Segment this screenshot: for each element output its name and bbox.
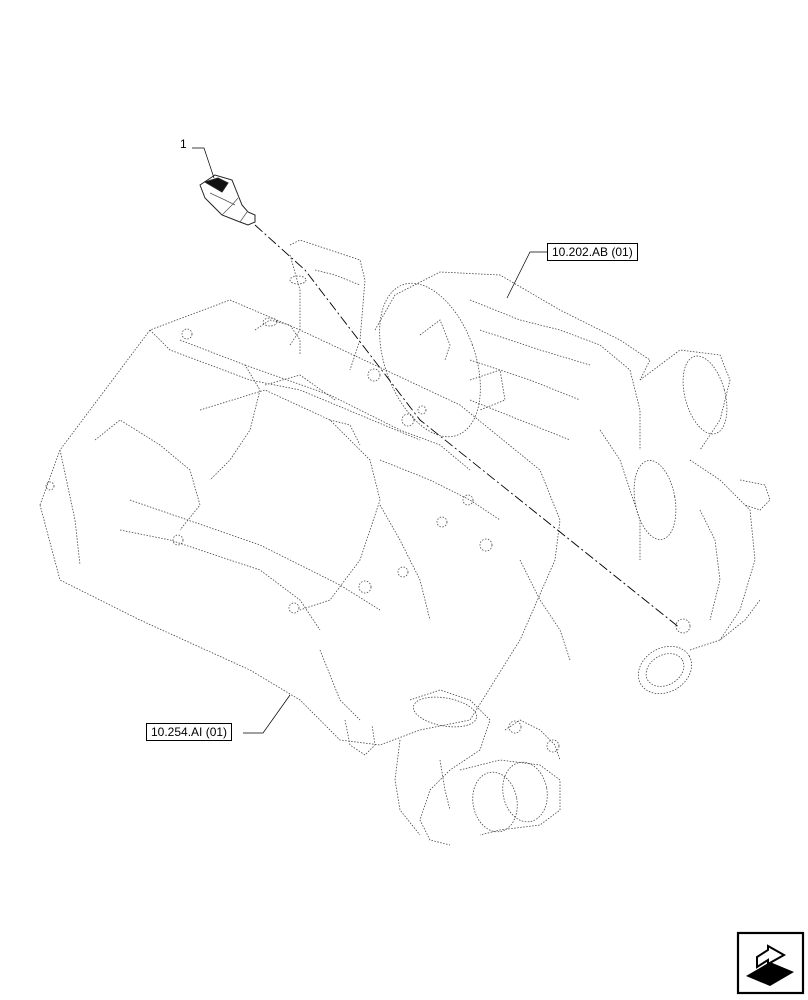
leader-line-aftertreatment bbox=[243, 694, 291, 734]
air-filter-assembly bbox=[374, 271, 771, 695]
temperature-sensor bbox=[199, 174, 256, 226]
leader-line-air-filter bbox=[506, 251, 547, 299]
intake-hose bbox=[344, 689, 561, 846]
aftertreatment-housing bbox=[39, 299, 571, 746]
installation-centerline bbox=[254, 224, 681, 629]
item-number-label: 1 bbox=[180, 137, 187, 151]
next-page-arrow-icon[interactable] bbox=[736, 931, 805, 995]
leader-line-item-1 bbox=[192, 147, 215, 179]
reference-box-aftertreatment[interactable]: 10.254.AI (01) bbox=[146, 723, 233, 741]
mounting-bracket bbox=[254, 239, 427, 427]
reference-box-air-filter[interactable]: 10.202.AB (01) bbox=[547, 243, 638, 261]
